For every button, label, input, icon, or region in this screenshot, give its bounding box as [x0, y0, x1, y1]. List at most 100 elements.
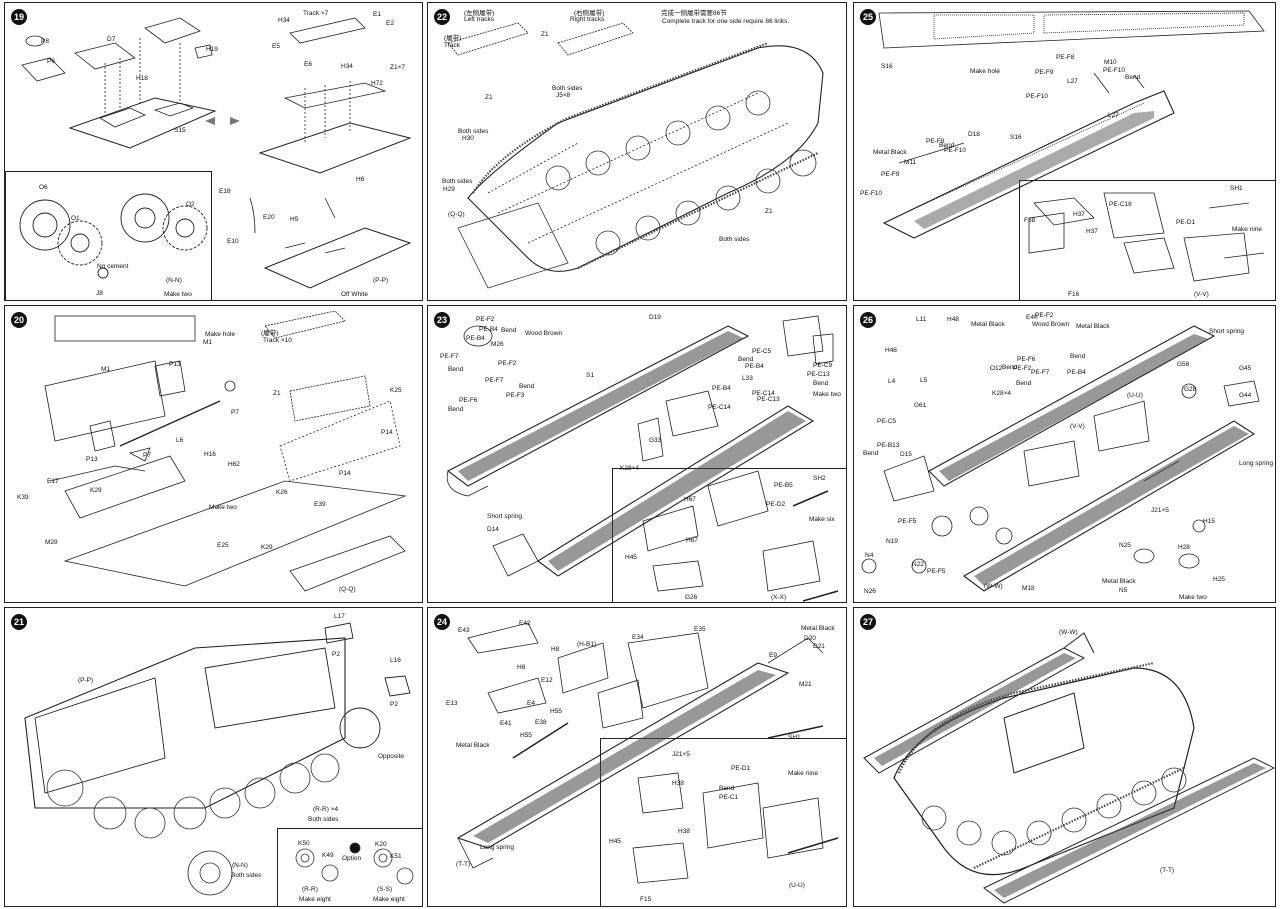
part-callout-label: (W-W) [984, 583, 1003, 590]
part-callout-label: H67 [686, 537, 698, 544]
part-callout-label: (V-V) [1070, 423, 1085, 430]
part-callout-label: Left tracks [464, 16, 494, 23]
part-callout-label: Option [342, 855, 362, 862]
part-callout-label: Make two [164, 291, 192, 298]
part-callout-label: No cement [97, 263, 129, 270]
part-callout-label: PE-F2 [1035, 312, 1054, 319]
part-callout-label: PE-F8 [1056, 54, 1075, 61]
part-callout-label: J21×5 [1151, 507, 1169, 514]
step-19-panel: 19 [4, 2, 423, 301]
part-callout-label: F16 [1068, 291, 1080, 298]
part-callout-label: H37 [1073, 211, 1085, 218]
part-callout-label: M1 [101, 366, 111, 373]
part-callout-label: Bend [448, 366, 464, 373]
part-callout-label: D14 [487, 526, 499, 533]
part-callout-label: L5 [920, 377, 928, 384]
part-callout-label: PE-C14 [708, 404, 731, 411]
step-27-panel: 27 (W-W)(T-T) [853, 607, 1276, 907]
part-callout-label: L27 [1067, 78, 1078, 85]
part-callout-label: O2 [186, 201, 195, 208]
part-callout-label: O12 [990, 365, 1003, 372]
part-callout-label: PE-B4 [479, 326, 498, 333]
part-callout-label: N5 [1119, 587, 1128, 594]
part-callout-label: E41 [500, 720, 512, 727]
part-callout-label: Bend [519, 383, 535, 390]
part-callout-label: Bend [1125, 74, 1141, 81]
part-callout-label: SH1 [1230, 185, 1243, 192]
part-callout-label: PE-F9 [1035, 69, 1054, 76]
part-callout-label: F15 [640, 896, 652, 903]
sub-assembly-frame [5, 171, 212, 300]
part-callout-label: Both sides [719, 236, 750, 243]
part-callout-label: E34 [632, 634, 644, 641]
part-callout-label: G58 [1177, 361, 1190, 368]
part-callout-label: H34 [341, 63, 353, 70]
part-callout-label: J8 [96, 290, 103, 297]
step-number-badge: 20 [11, 312, 27, 328]
part-callout-label: Make two [209, 504, 237, 511]
part-callout-label: Z1×7 [390, 64, 405, 71]
part-callout-label: N26 [864, 588, 876, 595]
part-callout-label: H55 [520, 732, 532, 739]
part-callout-label: Make six [809, 516, 835, 523]
part-callout-label: Metal Black [1102, 578, 1136, 585]
part-callout-label: H28 [1178, 544, 1190, 551]
part-callout-label: E35 [694, 626, 706, 633]
part-callout-label: PE-C1 [719, 794, 739, 801]
part-callout-label: Metal Black [456, 742, 490, 749]
part-callout-label: PE-F2 [1013, 365, 1032, 372]
part-callout-label: H55 [550, 708, 562, 715]
part-callout-label: H16 [204, 451, 216, 458]
step-number-badge: 27 [860, 614, 876, 630]
part-callout-label: (H-B1) [577, 641, 597, 648]
part-callout-label: G45 [1239, 365, 1252, 372]
part-callout-label: PE-C13 [807, 371, 830, 378]
step-26-diagram [861, 325, 1260, 592]
part-callout-label: H48 [947, 316, 959, 323]
part-callout-label: Bend [719, 785, 735, 792]
part-callout-label: Bend [813, 380, 829, 387]
part-callout-label: Both sides [308, 816, 339, 823]
step-21-diagram [24, 622, 414, 896]
part-callout-label: M29 [45, 539, 58, 546]
part-callout-label: L27 [1108, 112, 1119, 119]
part-callout-label: PE-F6 [1017, 356, 1036, 363]
part-callout-label: PE-F10 [860, 190, 883, 197]
part-callout-label: G61 [914, 402, 927, 409]
part-callout-label: PE-F7 [1031, 369, 1050, 376]
part-callout-label: PE-F5 [927, 568, 946, 575]
part-callout-label: (Q-Q) [448, 211, 465, 218]
part-callout-label: M11 [904, 159, 917, 166]
part-callout-label: E20 [263, 214, 275, 221]
part-callout-label: Bend [448, 406, 464, 413]
part-callout-label: P13 [86, 456, 98, 463]
part-callout-label: F38 [1024, 217, 1036, 224]
part-callout-label: (V-V) [1194, 291, 1209, 298]
part-callout-label: H72 [371, 80, 383, 87]
part-callout-label: Both sides [442, 178, 473, 185]
part-callout-label: Short spring [487, 513, 523, 520]
part-callout-label: K26 [276, 489, 288, 496]
part-callout-label: M1 [203, 339, 213, 346]
step-19-diagram [19, 17, 412, 289]
part-callout-label: P14 [339, 470, 351, 477]
part-callout-label: H30 [462, 135, 474, 142]
part-callout-label: (T-T) [1160, 867, 1175, 874]
part-callout-label: Make hole [205, 331, 235, 338]
part-callout-label: Wood Brown [525, 330, 563, 337]
part-callout-label: J21×5 [672, 751, 690, 758]
part-callout-label: (U-U) [1127, 392, 1143, 399]
part-callout-label: O1 [71, 215, 80, 222]
part-callout-label: G33 [649, 437, 662, 444]
part-callout-label: H19 [206, 46, 218, 53]
part-callout-label: H18 [136, 75, 148, 82]
part-callout-label: K39 [17, 494, 29, 501]
part-callout-label: E1 [373, 11, 381, 18]
part-callout-label: H67 [684, 496, 696, 503]
part-callout-label: PE-F2 [498, 360, 517, 367]
part-callout-label: H37 [1086, 228, 1098, 235]
part-callout-label: Short spring [1209, 328, 1245, 335]
